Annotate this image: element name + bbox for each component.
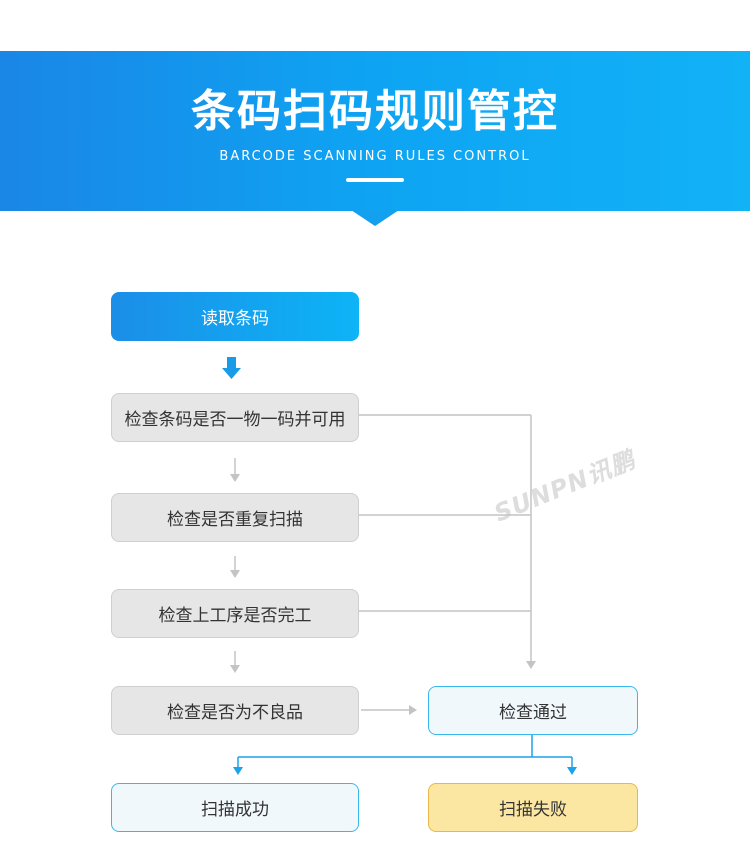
right-arrow: [361, 705, 417, 715]
split-arrowhead-right: [567, 767, 577, 775]
node-read-barcode: 读取条码: [111, 292, 359, 341]
node-scan-fail: 扫描失败: [428, 783, 638, 832]
page-subtitle: BARCODE SCANNING RULES CONTROL: [219, 149, 531, 164]
blue-down-arrow-icon: [222, 357, 241, 379]
down-arrow-3: [230, 651, 240, 673]
down-arrow-2: [230, 556, 240, 578]
split-arrowhead-left: [233, 767, 243, 775]
down-arrow-1: [230, 458, 240, 482]
collector-lines: [358, 414, 532, 661]
banner-pointer: [351, 210, 399, 226]
node-check-previous-process: 检查上工序是否完工: [111, 589, 359, 638]
node-check-defective: 检查是否为不良品: [111, 686, 359, 735]
node-check-unique: 检查条码是否一物一码并可用: [111, 393, 359, 442]
node-check-duplicate: 检查是否重复扫描: [111, 493, 359, 542]
page-title: 条码扫码规则管控: [191, 86, 559, 137]
collector-arrowhead: [526, 661, 536, 669]
split-lines: [237, 735, 573, 767]
node-check-passed: 检查通过: [428, 686, 638, 735]
title-underline: [346, 178, 404, 182]
node-scan-success: 扫描成功: [111, 783, 359, 832]
header-banner: [0, 51, 750, 211]
